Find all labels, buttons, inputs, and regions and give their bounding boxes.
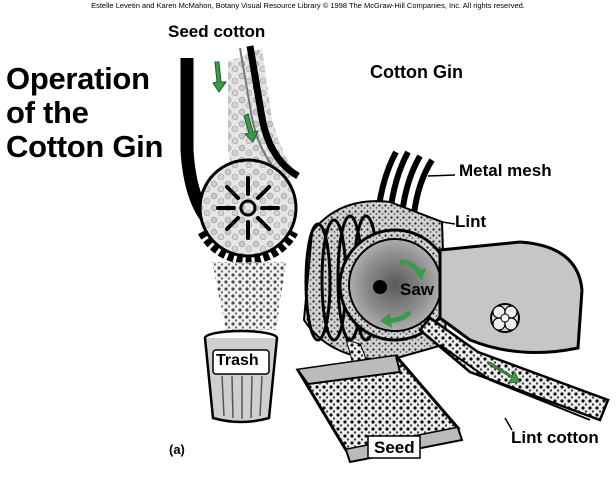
label-seed-cotton: Seed cotton: [168, 22, 266, 41]
lint-outlet: [418, 240, 610, 422]
roller-icon: [490, 303, 520, 431]
label-metal-mesh: Metal mesh: [459, 161, 552, 180]
label-trash: Trash: [216, 352, 259, 369]
saw-blade-icon: [338, 228, 452, 342]
falling-trash: [212, 262, 286, 330]
label-lint: Lint: [455, 212, 487, 231]
copyright-credit: Estelle Levetin and Karen McMahon, Botan…: [91, 1, 525, 10]
page-title: Operation of the Cotton Gin: [6, 61, 164, 164]
green-arrow-icon: [212, 61, 259, 143]
seed-tray: [295, 339, 464, 464]
label-saw: Saw: [400, 280, 435, 299]
panel-label: (a): [169, 442, 185, 457]
beater-wheel-icon: [216, 176, 280, 240]
trash-bin: [203, 329, 279, 424]
label-lint-cotton: Lint cotton: [511, 428, 599, 447]
label-seed: Seed: [374, 438, 415, 457]
diagram-title: Cotton Gin: [370, 62, 463, 82]
seed-cotton-hopper: [180, 45, 300, 265]
